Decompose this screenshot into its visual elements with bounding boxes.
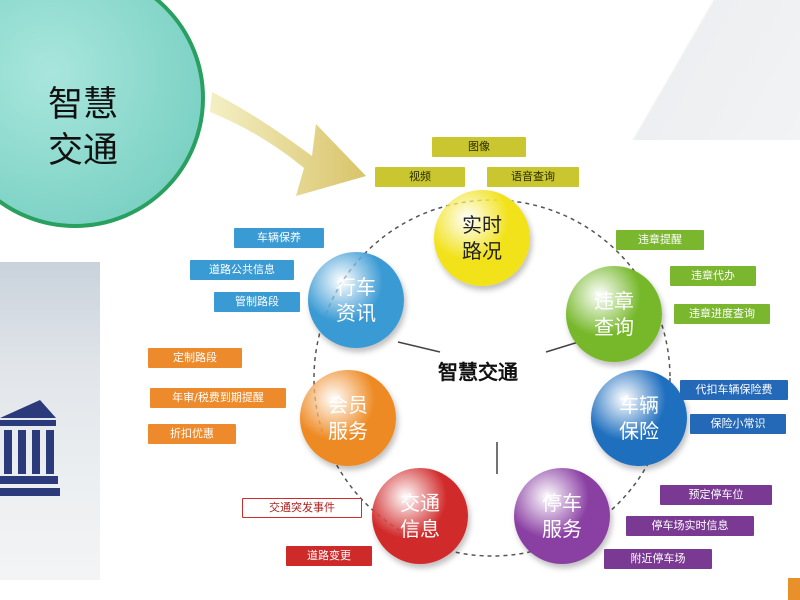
node-driving-info: 行车资讯	[308, 252, 404, 348]
tag-parking-realtime: 停车场实时信息	[626, 516, 754, 536]
node-realtime-traffic: 实时路况	[434, 190, 530, 286]
node-traffic-info: 交通信息	[372, 468, 468, 564]
tag-violation-reminder: 违章提醒	[616, 230, 704, 250]
tag-violation-progress: 违章进度查询	[674, 304, 770, 324]
tag-image: 图像	[432, 137, 526, 157]
tag-insurance-tips: 保险小常识	[690, 414, 786, 434]
tag-nearby-parking: 附近停车场	[604, 549, 712, 569]
tag-traffic-incident: 交通突发事件	[242, 498, 362, 518]
corner-mark	[788, 578, 800, 600]
tag-voice-query: 语音查询	[487, 167, 579, 187]
tag-road-public-info: 道路公共信息	[190, 260, 294, 280]
tag-custom-route: 定制路段	[148, 348, 242, 368]
tag-violation-agent: 违章代办	[670, 266, 756, 286]
background-slant	[600, 0, 800, 140]
topic-title: 智慧交通	[48, 85, 119, 171]
tag-insurance-deduction: 代扣车辆保险费	[680, 380, 788, 400]
tag-controlled-road: 管制路段	[214, 292, 300, 312]
node-vehicle-insurance: 车辆保险	[591, 370, 687, 466]
spoke-line	[397, 341, 441, 353]
tag-video: 视频	[375, 167, 465, 187]
node-violation-query: 违章查询	[566, 266, 662, 362]
tag-annual-review: 年审/税费到期提醒	[150, 388, 286, 408]
tag-reserve-parking: 预定停车位	[660, 485, 772, 505]
node-parking-service: 停车服务	[514, 468, 610, 564]
hub-label: 智慧交通	[438, 360, 518, 384]
ring-path	[313, 199, 671, 557]
tag-road-change: 道路变更	[286, 546, 372, 566]
tag-discount: 折扣优惠	[148, 424, 236, 444]
node-member-service: 会员服务	[300, 370, 396, 466]
pointer-arrow	[210, 92, 366, 196]
bank-icon	[0, 400, 60, 496]
tag-vehicle-maintenance: 车辆保养	[234, 228, 324, 248]
